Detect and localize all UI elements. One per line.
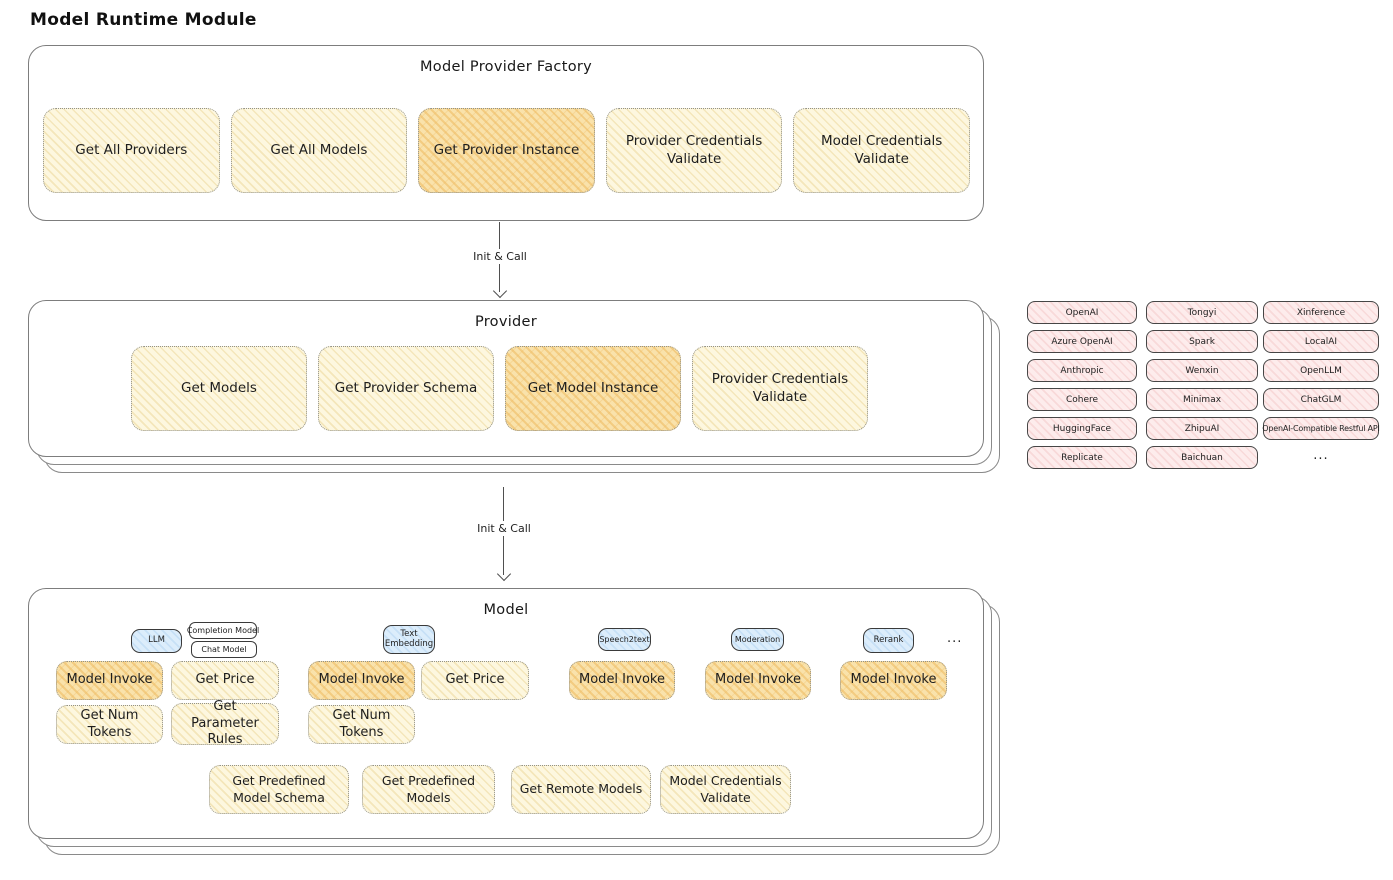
tab-speech2text[interactable]: Speech2text [598,628,651,651]
llm-get-parameter-rules-button[interactable]: Get Parameter Rules [171,699,279,747]
provider-openai-compatible-restful-api[interactable]: OpenAI-Compatible Restful API [1262,417,1380,440]
provider-cohere[interactable]: Cohere [1027,388,1137,411]
provider-panel: Provider Get Models Get Provider Schema … [28,300,984,457]
tab-moderation[interactable]: Moderation [731,628,784,651]
text-embedding-get-price-button[interactable]: Get Price [421,661,529,700]
model-panel: Model LLM Completion Model Chat Model Te… [28,588,984,839]
factory-button-row: Get All Providers Get All Models Get Pro… [43,108,970,193]
model-tabs-more-ellipsis: ... [947,631,963,646]
model-panel-title: Model [483,602,529,618]
provider-zhipuai[interactable]: ZhipuAI [1146,417,1258,440]
provider-list-column-1: OpenAI Azure OpenAI Anthropic Cohere Hug… [1027,301,1137,469]
tab-chat-model[interactable]: Chat Model [191,641,257,658]
get-predefined-model-schema-button[interactable]: Get Predefined Model Schema [209,765,349,814]
provider-button-row: Get Models Get Provider Schema Get Model… [131,346,868,431]
provider-list-column-3: Xinference LocalAI OpenLLM ChatGLM OpenA… [1262,301,1380,469]
provider-tongyi[interactable]: Tongyi [1146,301,1258,324]
provider-baichuan[interactable]: Baichuan [1146,446,1258,469]
provider-chatglm[interactable]: ChatGLM [1263,388,1379,411]
provider-wenxin[interactable]: Wenxin [1146,359,1258,382]
provider-panel-title: Provider [474,314,538,330]
provider-minimax[interactable]: Minimax [1146,388,1258,411]
get-all-providers-button[interactable]: Get All Providers [43,108,220,193]
get-all-models-button[interactable]: Get All Models [230,108,408,193]
page-title: Model Runtime Module [30,10,257,30]
init-call-label-2: Init & Call [472,521,536,536]
provider-huggingface[interactable]: HuggingFace [1027,417,1137,440]
get-remote-models-button[interactable]: Get Remote Models [511,765,651,814]
model-credentials-validate-button-2[interactable]: Model Credentials Validate [660,765,791,814]
get-models-button[interactable]: Get Models [131,346,307,431]
tab-completion-model[interactable]: Completion Model [187,622,259,639]
provider-anthropic[interactable]: Anthropic [1027,359,1137,382]
provider-azure-openai[interactable]: Azure OpenAI [1027,330,1137,353]
provider-replicate[interactable]: Replicate [1027,446,1137,469]
text-embedding-get-num-tokens-button[interactable]: Get Num Tokens [308,705,415,744]
provider-openai[interactable]: OpenAI [1027,301,1137,324]
arrow-down-icon-2 [496,566,512,582]
tab-rerank[interactable]: Rerank [863,628,914,653]
get-model-instance-button[interactable]: Get Model Instance [505,346,681,431]
llm-get-num-tokens-button[interactable]: Get Num Tokens [56,705,163,744]
llm-get-price-button[interactable]: Get Price [171,661,279,700]
text-embedding-model-invoke-button[interactable]: Model Invoke [308,661,415,700]
provider-credentials-validate-button-2[interactable]: Provider Credentials Validate [692,346,868,431]
get-predefined-models-button[interactable]: Get Predefined Models [362,765,495,814]
tab-llm[interactable]: LLM [131,629,182,653]
get-provider-instance-button[interactable]: Get Provider Instance [418,108,595,193]
provider-xinference[interactable]: Xinference [1263,301,1379,324]
llm-model-invoke-button[interactable]: Model Invoke [56,661,163,700]
get-provider-schema-button[interactable]: Get Provider Schema [318,346,494,431]
moderation-model-invoke-button[interactable]: Model Invoke [705,661,811,700]
tab-text-embedding[interactable]: Text Embedding [383,625,435,654]
model-credentials-validate-button[interactable]: Model Credentials Validate [793,108,970,193]
provider-localai[interactable]: LocalAI [1263,330,1379,353]
provider-list-column-2: Tongyi Spark Wenxin Minimax ZhipuAI Baic… [1146,301,1258,469]
arrow-down-icon-1 [492,283,508,299]
model-provider-factory-panel: Model Provider Factory Get All Providers… [28,45,984,221]
init-call-label-1: Init & Call [468,249,532,264]
provider-credentials-validate-button[interactable]: Provider Credentials Validate [605,108,783,193]
providers-more-ellipsis: ... [1313,448,1329,463]
provider-openllm[interactable]: OpenLLM [1263,359,1379,382]
factory-panel-title: Model Provider Factory [419,59,593,75]
speech2text-model-invoke-button[interactable]: Model Invoke [569,661,675,700]
provider-spark[interactable]: Spark [1146,330,1258,353]
rerank-model-invoke-button[interactable]: Model Invoke [840,661,947,700]
